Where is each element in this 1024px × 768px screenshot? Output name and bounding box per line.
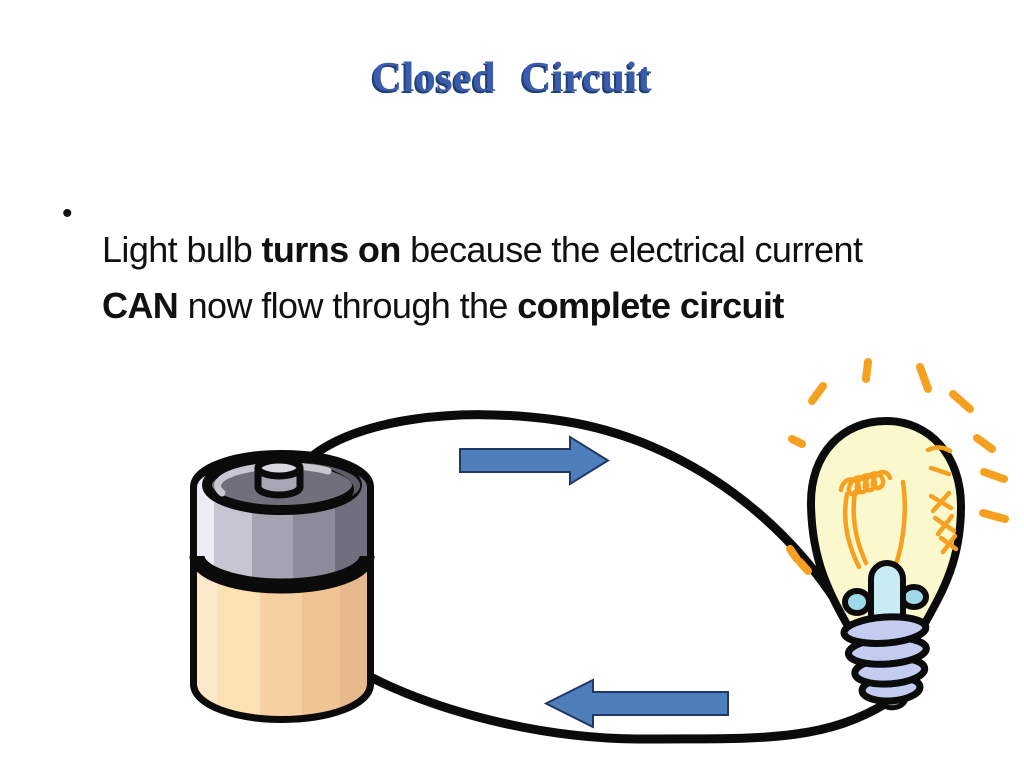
wire-bottom — [345, 661, 893, 744]
battery-divider — [189, 555, 375, 594]
bullet-segment: because the electrical current — [400, 229, 863, 270]
light-bulb-illustration — [786, 358, 1009, 711]
bullet-segment: Light bulb — [102, 229, 262, 270]
bulb-screw-base — [840, 613, 930, 711]
current-arrow-left — [543, 678, 729, 729]
wire-loop — [305, 410, 893, 744]
bullet-item: • Light bulb turns on because the electr… — [62, 186, 932, 370]
bullet-segment-bold: turns on — [261, 229, 402, 270]
battery-terminal-top — [254, 456, 304, 480]
bullet-segment-bold: complete circuit — [517, 285, 784, 326]
battery-top-shadow — [305, 463, 361, 496]
bullet-marker: • — [62, 197, 73, 230]
bulb-filament — [838, 469, 907, 570]
battery-illustration — [189, 450, 375, 723]
slide-title: Closed Circuit — [371, 55, 653, 101]
bullet-text: Light bulb turns on because the electric… — [102, 222, 912, 334]
bulb-glow-rays — [786, 358, 1009, 575]
wire-top — [305, 410, 858, 635]
bullet-segment: now flow through the — [178, 285, 518, 326]
current-arrow-right — [459, 435, 610, 486]
bullet-segment-bold: CAN — [102, 285, 179, 326]
bulb-sparkle-marks — [925, 445, 959, 555]
battery-top-highlight — [214, 462, 332, 497]
bulb-stem-ear-left — [842, 588, 872, 616]
